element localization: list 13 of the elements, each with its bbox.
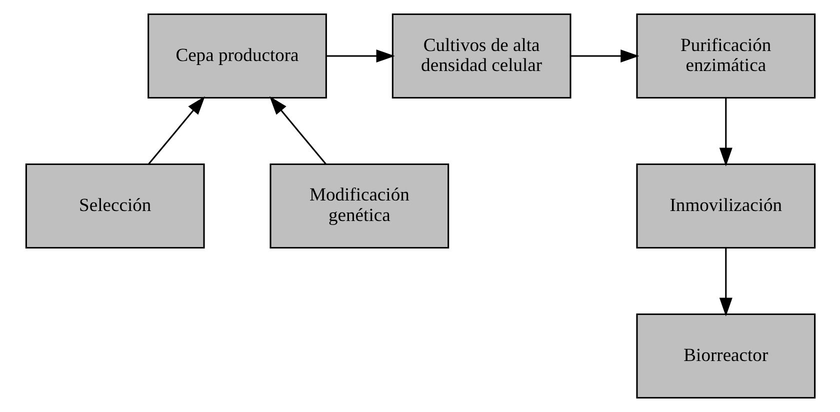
node-box: Selección [24,163,204,249]
arrow [718,98,732,166]
node-box: Modificación genética [269,163,449,249]
arrow [148,96,205,165]
node-box: Inmovilización [636,163,816,249]
arrow [326,50,394,62]
arrow [570,50,639,62]
arrow [268,96,326,165]
node-box: Biorreactor [636,313,816,399]
node-box: Purificación enzimática [636,13,816,99]
node-box: Cultivos de alta densidad celular [391,13,571,99]
node-box: Cepa productora [147,13,326,99]
arrow [718,248,732,316]
